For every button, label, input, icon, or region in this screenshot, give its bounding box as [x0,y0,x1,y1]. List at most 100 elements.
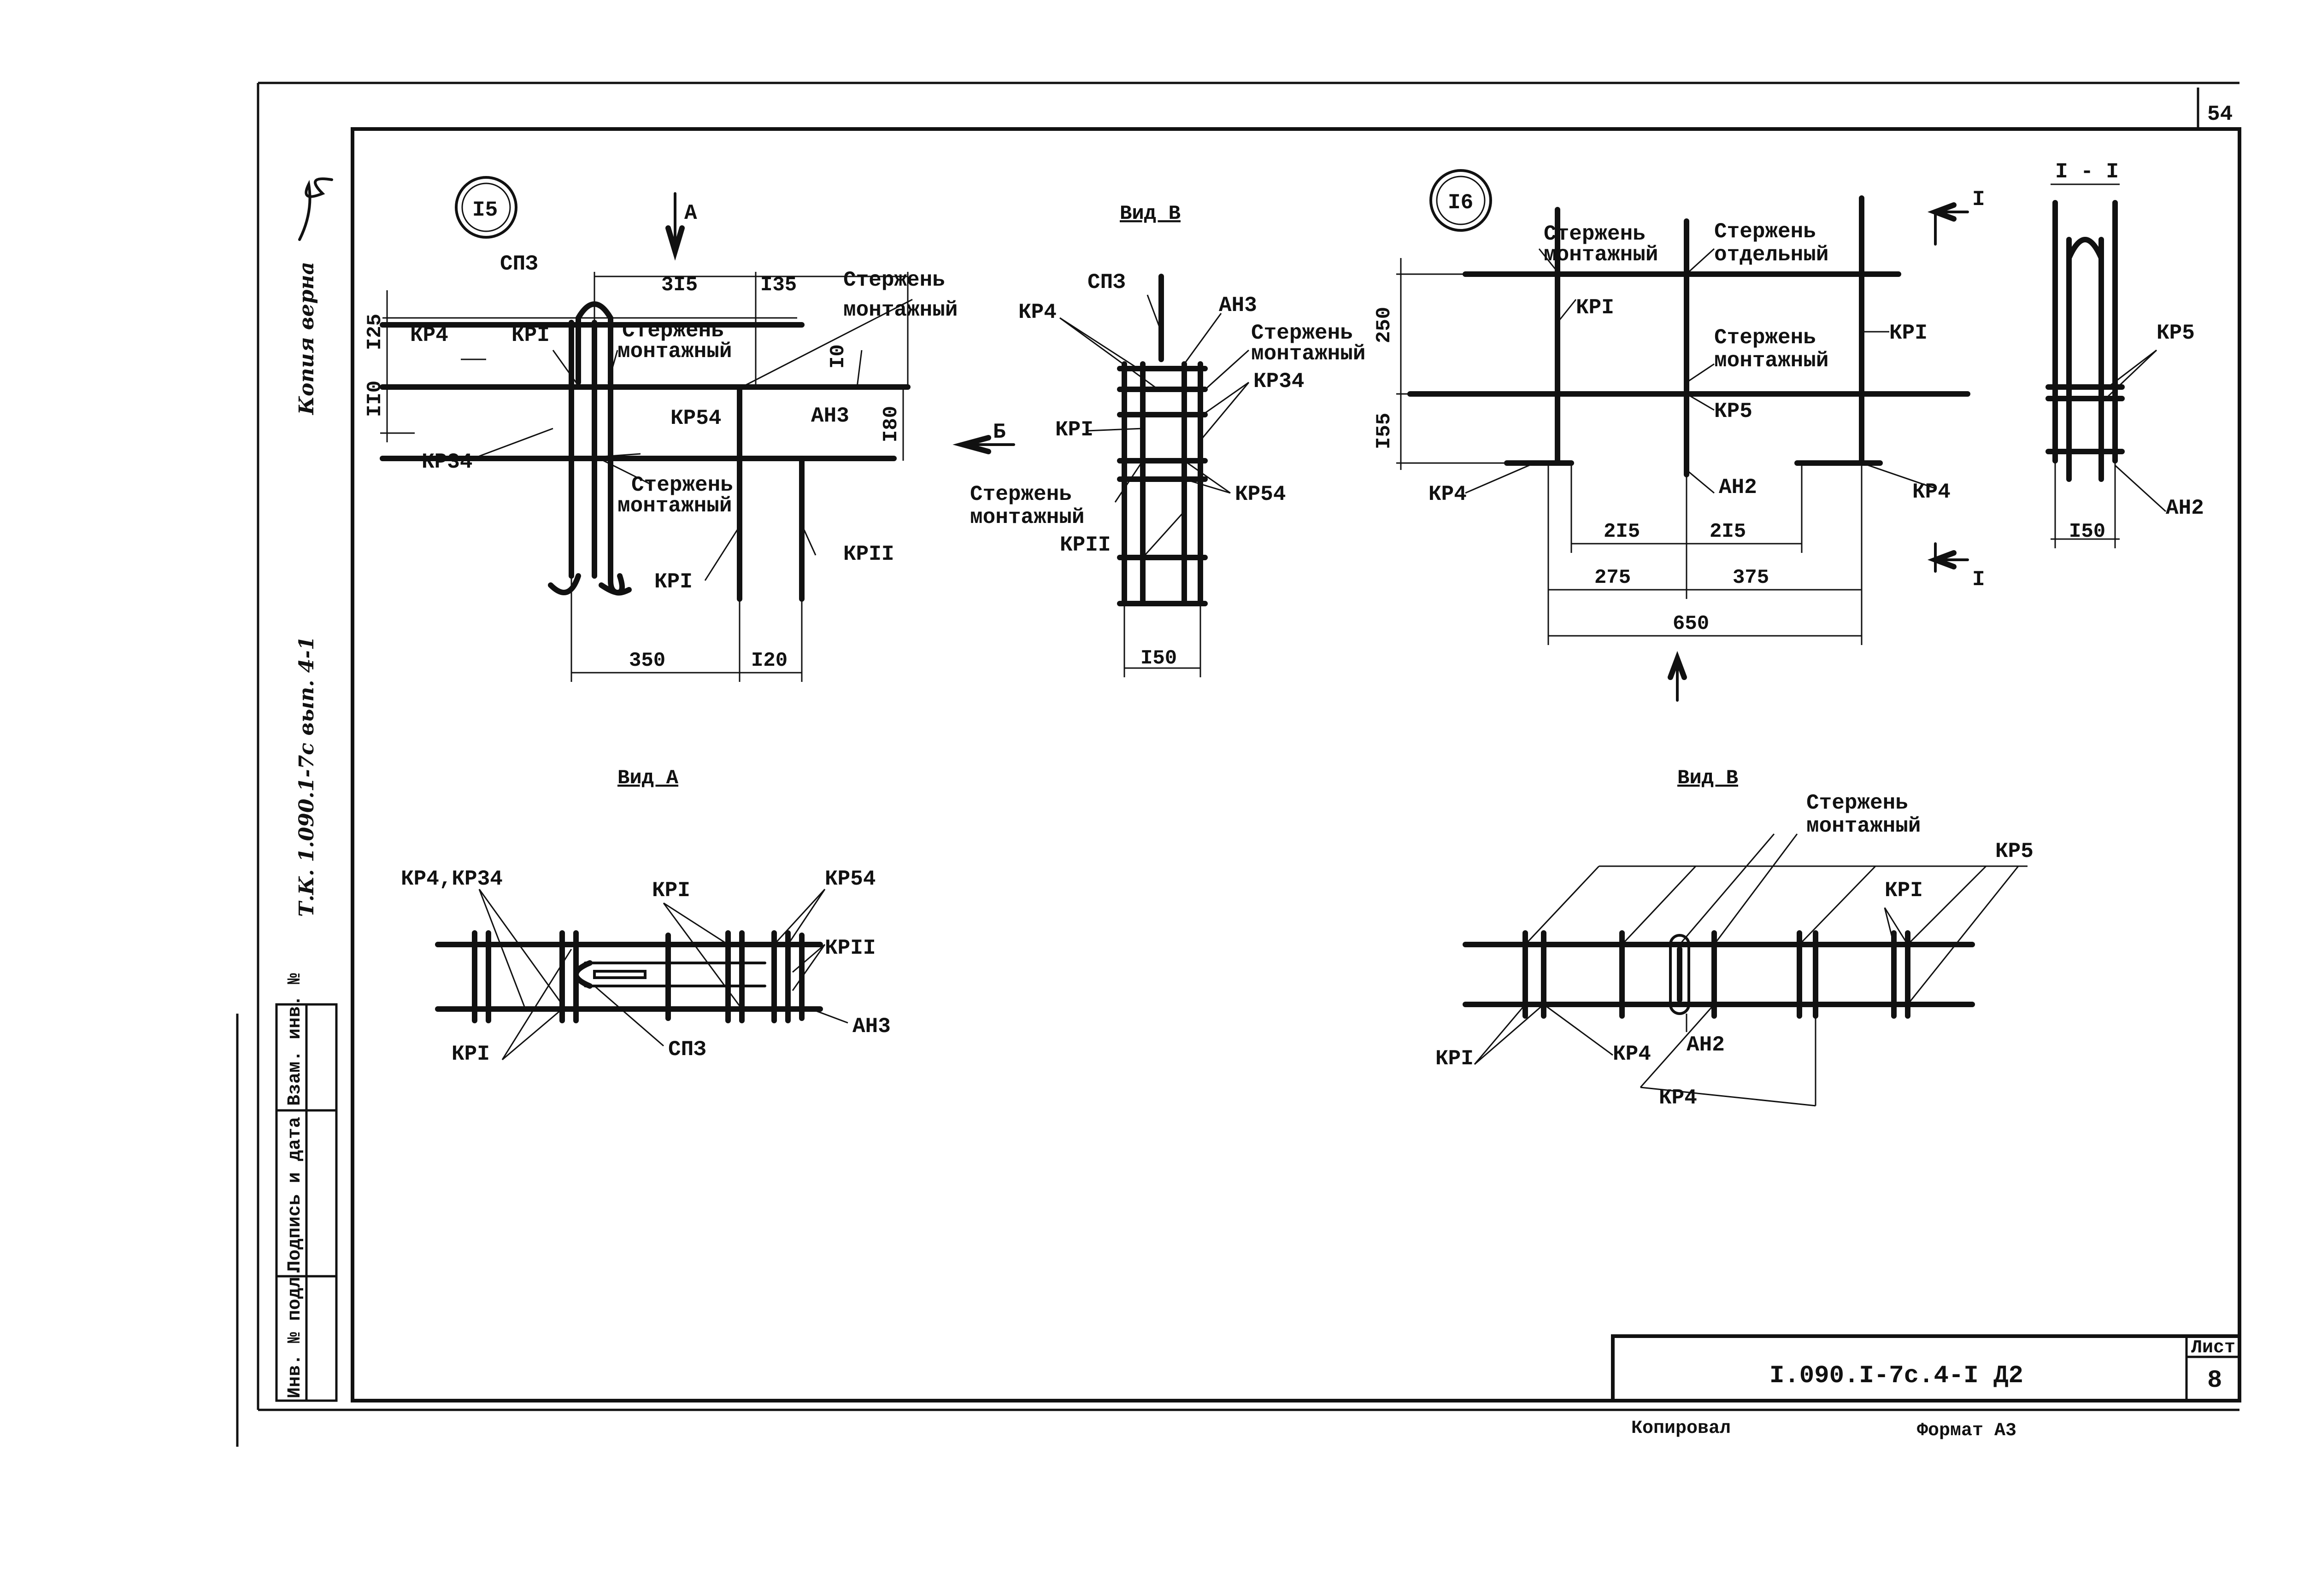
sheet-designation: I.090.I-7c.4-I Д2 [1769,1362,2023,1390]
node-15-rod2-b: монтажный [843,298,958,322]
view-b-large-kr1-left: КРI [1435,1047,1474,1071]
view-b-small-sp3: СПЗ [1087,270,1126,294]
node-15-sp3: СПЗ [500,252,538,276]
side-note-copy-true: Копия верна [295,262,318,416]
footer-copied-by: Копировал [1631,1418,1731,1439]
node-16-rod-sep-b: отдельный [1714,243,1828,267]
section-1-1-title: I - I [2055,160,2119,184]
view-a-kr4-kr34: КР4,КР34 [401,867,503,891]
view-b-large-kr4-a: КР4 [1613,1042,1651,1066]
view-a-kr11: КРII [825,936,876,960]
side-signature [298,177,333,241]
node-15-kr1-bot: КРI [654,570,693,594]
node-16-rod-sep-a: Стержень [1714,220,1816,244]
node-15-arrow-a: А [684,201,697,225]
node-15-rod3-a: Стержень [631,473,733,497]
view-b-large-rod-a: Стержень [1806,791,1908,815]
view-b-small-rod-b: монтажный [1251,342,1365,366]
node-16-dim-650: 650 [1673,612,1709,635]
node-16-an2: АН2 [1719,475,1757,499]
node-15-kr4: КР4 [410,323,448,347]
stamp-replace-inv: Взам. инв. № [285,973,306,1106]
view-b-small-kr34: КР34 [1253,370,1304,393]
node-16-number: I6 [1448,191,1473,215]
view-b-large-kr5: КР5 [1995,839,2034,863]
node-15-kr1-top: КРI [511,323,550,347]
node-16-kr1-left: КРI [1576,296,1614,320]
view-b-small-dim-150: I50 [1140,647,1177,670]
view-b-small-kr4: КР4 [1018,300,1057,324]
node-16-kr5: КР5 [1714,399,1752,423]
view-b-small-drawing [952,274,1250,677]
node-15-dim-110: II0 [364,381,387,417]
node-16-section-top: I [1972,188,1985,211]
view-a-an3: АН3 [852,1015,891,1039]
footer-format: Формат А3 [1917,1420,2016,1441]
view-a-sp3: СПЗ [668,1038,706,1062]
section-1-1-drawing [2045,183,2167,548]
node-16-drawing [1396,169,1970,702]
sheet-frame [236,82,2241,1447]
view-a-kr1-bot: КРI [452,1042,490,1066]
node-16-dim-250: 250 [1373,307,1396,343]
node-15-rod3-b: монтажный [617,494,732,518]
view-b-small-rod-a: Стержень [1251,321,1353,345]
node-16-kr1-right: КРI [1889,321,1928,345]
view-b-small-kr1: КРI [1055,418,1093,442]
view-b-large-an2: АН2 [1687,1033,1725,1057]
node-15-kr11: КРII [843,542,894,566]
view-a-kr54: КР54 [825,867,876,891]
view-b-large-drawing [1463,833,2028,1107]
sheet-number: 8 [2207,1367,2222,1395]
node-16-rod-mid-b: монтажный [1714,349,1828,373]
node-15-dim-125: I25 [364,314,387,350]
node-16-rod-mount-b: монтажный [1544,243,1658,267]
view-b-small-an3: АН3 [1219,293,1257,317]
node-16-kr4-right: КР4 [1912,480,1951,504]
node-15-rod1-b: монтажный [617,340,732,364]
node-15-drawing [380,176,913,682]
node-15-dim-350: 350 [629,649,665,672]
section-1-1-an2: АН2 [2166,496,2204,520]
view-a-drawing [435,888,848,1061]
view-b-large-kr1-right: КРI [1885,879,1923,903]
stamp-inv-no: Инв. № подл. [285,1266,306,1398]
node-16-dim-155: I55 [1373,413,1396,449]
node-16-dim-215b: 2I5 [1710,520,1746,543]
view-b-small-arrow-b: Б [993,420,1006,444]
view-b-large-title: Вид В [1677,767,1738,790]
node-15-dim-135: I35 [760,274,797,297]
node-15-number: I5 [472,198,498,222]
view-b-large-rod-b: монтажный [1806,814,1921,838]
node-16-rod-mount-a: Стержень [1544,222,1646,246]
node-15-dim-315: 3I5 [661,274,698,297]
node-15-kr34: КР34 [422,450,472,474]
section-1-1-dim-150: I50 [2069,520,2105,543]
node-15-kr54: КР54 [670,406,721,430]
view-b-small-kr11: КРII [1060,533,1111,557]
section-1-1-kr5: КР5 [2157,321,2195,345]
node-16-kr4-left: КР4 [1428,482,1467,506]
stamp-side-cells: Инв. № подл. Подпись и дата Взам. инв. № [275,973,338,1402]
node-15-dim-120: I20 [751,649,788,672]
view-b-small-rod2-b: монтажный [970,505,1084,529]
title-block [1611,1334,2241,1402]
stamp-signature-date: Подпись и дата [285,1117,306,1272]
node-15-rod1-a: Стержень [622,319,724,343]
view-a-title: Вид А [617,767,679,790]
node-15-dim-10: I0 [827,344,850,369]
top-sheet-number: 54 [2207,102,2233,126]
node-15-rod2-a: Стержень [843,268,945,292]
view-a-kr1-top: КРI [652,879,690,903]
node-16-section-bottom: I [1972,568,1985,592]
node-16-dim-375: 375 [1733,566,1769,589]
view-b-small-kr54: КР54 [1235,482,1286,506]
node-15-dim-180: I80 [880,406,903,442]
node-16-dim-215a: 2I5 [1604,520,1640,543]
node-16-rod-mid-a: Стержень [1714,326,1816,350]
sheet-label: Лист [2191,1338,2235,1358]
view-b-large-kr4-b: КР4 [1659,1086,1697,1110]
node-16-dim-275: 275 [1594,566,1631,589]
view-b-small-title: Вид В [1120,202,1181,225]
